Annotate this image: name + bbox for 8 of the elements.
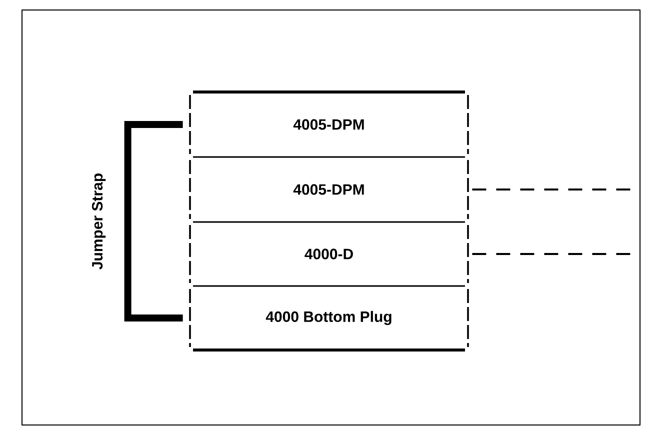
connector (124, 121, 183, 322)
module-box: 4000 Bottom Plug (189, 289, 469, 347)
module-box: 4005-DPM (189, 95, 469, 154)
edge-label: Jumper Strap (91, 172, 107, 271)
connector (472, 253, 632, 255)
connector (472, 188, 632, 190)
module-box: 4005-DPM (189, 160, 469, 219)
module-box: 4000-D (189, 225, 469, 283)
